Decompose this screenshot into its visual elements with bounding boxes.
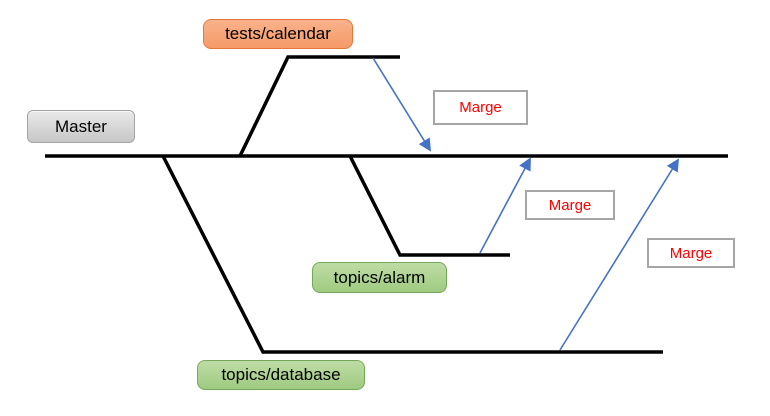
merge-arrow-alarm-to-master: [479, 157, 531, 254]
merge-arrow-database-to-master: [559, 158, 680, 351]
topics-alarm-branch-line: [348, 155, 510, 257]
branch-label-tests-calendar: tests/calendar: [203, 19, 353, 49]
merge-label-calendar-to-master: Marge: [433, 90, 528, 125]
merge-arrow-calendar-to-master: [372, 57, 432, 152]
merge-label-alarm-to-master: Marge: [525, 190, 615, 220]
merge-label-database-to-master: Marge: [647, 238, 735, 268]
tests-calendar-branch-line: [238, 55, 400, 157]
branch-label-topics-alarm: topics/alarm: [312, 262, 447, 293]
topics-database-branch-line: [161, 155, 663, 354]
branch-label-master: Master: [27, 110, 135, 143]
branch-label-topics-database: topics/database: [197, 360, 365, 390]
